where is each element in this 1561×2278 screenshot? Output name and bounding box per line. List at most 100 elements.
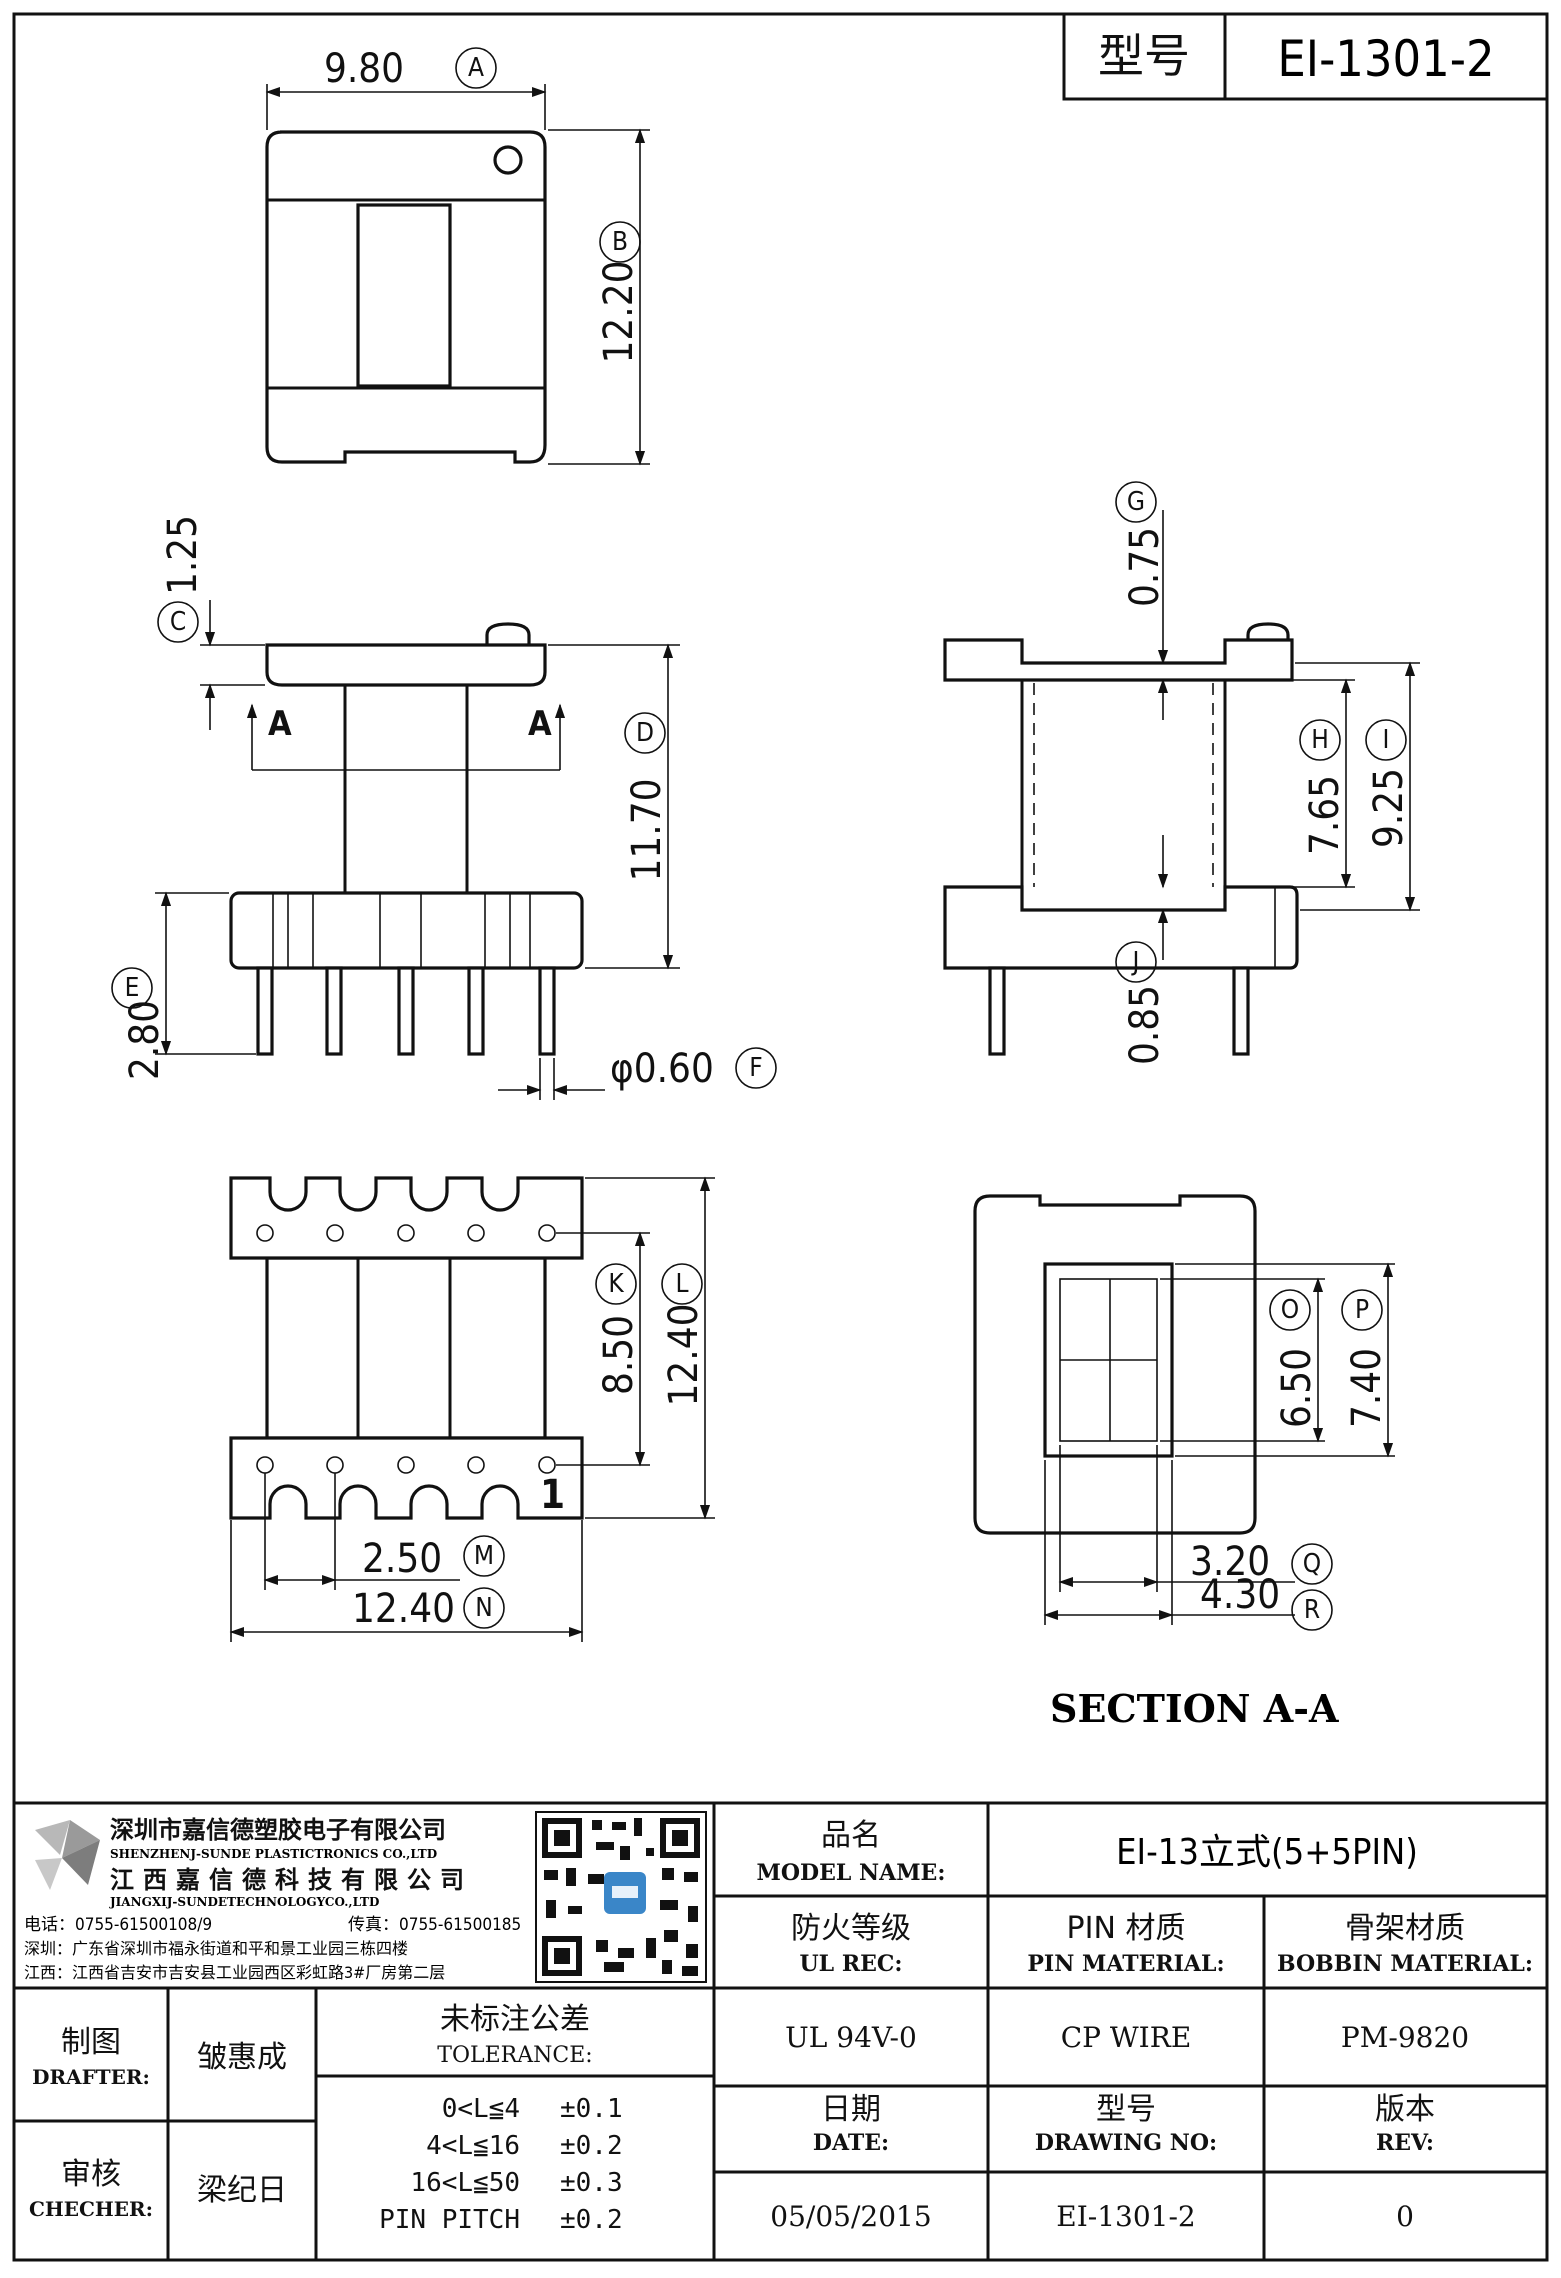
pin1-marker-hole xyxy=(493,145,523,175)
dim-K-letter: K xyxy=(608,1269,624,1299)
bobbin-material-value: PM-9820 xyxy=(1341,2021,1469,2054)
dim-I-letter: I xyxy=(1383,725,1390,755)
company-name-cn-2: 江西嘉信德科技有限公司 xyxy=(110,1866,473,1894)
company-fax: 传真：0755-61500185 xyxy=(348,1915,521,1935)
dim-O-letter: O xyxy=(1281,1295,1299,1325)
ul-label-cn: 防火等级 xyxy=(791,1911,911,1946)
dim-R-value: 4.30 xyxy=(1200,1572,1280,1618)
side-view: 0.75 G 0.85 J 7.65 H 9.25 I xyxy=(943,481,1420,1065)
company-address-shenzhen: 深圳：广东省深圳市福永街道和平和景工业园三栋四楼 xyxy=(24,1939,408,1958)
model-name-label-cn: 品名 xyxy=(821,1818,881,1853)
section-title: SECTION A-A xyxy=(1050,1686,1339,1731)
dim-J-letter: J xyxy=(1131,947,1140,977)
dim-Q-value: 3.20 xyxy=(1190,1539,1270,1585)
drafter-label-cn: 制图 xyxy=(61,2025,121,2060)
ul-label-en: UL REC: xyxy=(800,1951,903,1977)
company-logo xyxy=(35,1820,100,1890)
dim-B-value: 12.20 xyxy=(596,261,642,364)
ul-value: UL 94V-0 xyxy=(785,2021,917,2054)
pin-material-label-cn: PIN 材质 xyxy=(1067,1911,1186,1946)
company-address-jiangxi: 江西：江西省吉安市吉安县工业园西区彩虹路3#厂房第二层 xyxy=(24,1963,445,1982)
dim-A-letter: A xyxy=(468,53,484,83)
dim-I-value: 9.25 xyxy=(1366,768,1412,848)
dim-P-letter: P xyxy=(1355,1295,1369,1325)
dim-G-value: 0.75 xyxy=(1122,527,1168,607)
dim-M-letter: M xyxy=(474,1541,494,1571)
company-name-en-2: JIANGXIJ-SUNDETECHNOLOGYCO.,LTD xyxy=(109,1895,379,1909)
date-label-cn: 日期 xyxy=(821,2092,881,2127)
dim-G-letter: G xyxy=(1127,487,1145,517)
dim-F-letter: F xyxy=(749,1053,762,1083)
dim-E-letter: E xyxy=(125,973,140,1003)
sheet-border xyxy=(12,12,1549,2262)
dim-C-letter: C xyxy=(170,607,186,637)
dim-M-value: 2.50 xyxy=(362,1536,442,1582)
pin1-label: 1 xyxy=(540,1472,565,1518)
dim-D-letter: D xyxy=(636,718,654,748)
tolerance-range-2: 4<L≦16 xyxy=(426,2131,520,2161)
pin-material-label-en: PIN MATERIAL: xyxy=(1027,1951,1224,1977)
pin-material-value: CP WIRE xyxy=(1061,2021,1192,2054)
model-name-label-en: MODEL NAME: xyxy=(757,1860,946,1886)
tolerance-range-4: PIN PITCH xyxy=(379,2205,520,2235)
checker-label-en: CHECHER: xyxy=(29,2197,153,2221)
bobbin-material-label-en: BOBBIN MATERIAL: xyxy=(1277,1951,1533,1977)
tolerance-label-en: TOLERANCE: xyxy=(437,2043,592,2068)
dim-Q-letter: Q xyxy=(1303,1549,1321,1579)
tolerance-value-1: ±0.1 xyxy=(560,2094,623,2124)
dim-L-letter: L xyxy=(675,1269,688,1299)
tolerance-label-cn: 未标注公差 xyxy=(440,2002,590,2037)
company-phone: 电话：0755-61500108/9 xyxy=(24,1915,212,1935)
checker-name: 梁纪日 xyxy=(197,2173,287,2208)
tolerance-value-4: ±0.2 xyxy=(560,2205,623,2235)
qr-code xyxy=(535,1811,707,1983)
header-model-value: EI-1301-2 xyxy=(1277,30,1494,88)
bottom-view: 1 8.50 K 12.40 L 2.50 M 12.40 N xyxy=(229,1176,715,1642)
section-marker-left: A xyxy=(268,704,292,744)
tolerance-range-3: 16<L≦50 xyxy=(410,2168,520,2198)
date-value: 05/05/2015 xyxy=(770,2200,931,2233)
dim-F-value: φ0.60 xyxy=(610,1046,714,1092)
section-view: 6.50 O 7.40 P 3.20 Q 4.30 R SECTION A-A xyxy=(973,1194,1395,1731)
drafter-name: 皱惠成 xyxy=(197,2040,287,2075)
dim-D-value: 11.70 xyxy=(624,779,670,882)
tolerance-value-3: ±0.3 xyxy=(560,2168,623,2198)
dim-P-value: 7.40 xyxy=(1344,1348,1390,1428)
title-block: 深圳市嘉信德塑胶电子有限公司 SHENZHENJ-SUNDE PLASTICTR… xyxy=(14,1801,1547,2260)
top-view: 9.80 A 12.20 B xyxy=(265,46,650,466)
dim-J-value: 0.85 xyxy=(1122,985,1168,1065)
bobbin-material-label-cn: 骨架材质 xyxy=(1345,1911,1465,1946)
model-name-value: EI-13立式(5+5PIN) xyxy=(1116,1832,1418,1873)
tolerance-range-1: 0<L≦4 xyxy=(442,2094,520,2124)
header-model-box: 型号 EI-1301-2 xyxy=(1062,12,1549,101)
dim-B-letter: B xyxy=(612,227,628,257)
dim-H-value: 7.65 xyxy=(1302,775,1348,855)
company-name-cn-1: 深圳市嘉信德塑胶电子有限公司 xyxy=(110,1816,446,1844)
dim-N-letter: N xyxy=(475,1593,493,1623)
rev-value: 0 xyxy=(1396,2200,1414,2233)
dim-H-letter: H xyxy=(1311,725,1329,755)
dim-L-value: 12.40 xyxy=(661,1304,707,1407)
front-view: A A 1.25 C 11.70 D 2.80 E φ0.60 F xyxy=(111,515,777,1100)
header-model-label: 型号 xyxy=(1098,29,1190,83)
dim-C-value: 1.25 xyxy=(160,515,206,595)
dim-K-value: 8.50 xyxy=(596,1315,642,1395)
rev-label-en: REV: xyxy=(1376,2130,1434,2156)
rev-label-cn: 版本 xyxy=(1375,2092,1435,2127)
company-name-en-1: SHENZHENJ-SUNDE PLASTICTRONICS CO.,LTD xyxy=(110,1847,437,1861)
dim-N-value: 12.40 xyxy=(352,1586,455,1632)
drawing-no-label-cn: 型号 xyxy=(1096,2092,1156,2127)
drafter-label-en: DRAFTER: xyxy=(32,2065,150,2089)
dim-O-value: 6.50 xyxy=(1274,1348,1320,1428)
dim-E-value: 2.80 xyxy=(122,1000,168,1080)
section-marker-right: A xyxy=(528,704,552,744)
dim-A-value: 9.80 xyxy=(324,46,404,92)
dim-R-letter: R xyxy=(1304,1595,1320,1625)
drawing-no-label-en: DRAWING NO: xyxy=(1035,2130,1217,2156)
checker-label-cn: 审核 xyxy=(61,2157,121,2192)
date-label-en: DATE: xyxy=(813,2130,889,2156)
tolerance-value-2: ±0.2 xyxy=(560,2131,623,2161)
drawing-no-value: EI-1301-2 xyxy=(1056,2200,1196,2233)
